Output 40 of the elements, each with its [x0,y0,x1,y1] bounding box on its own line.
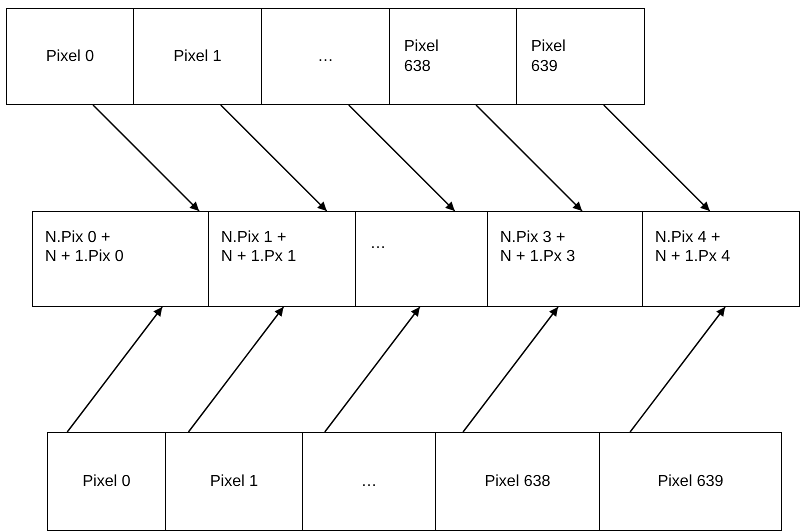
pixel-box [487,211,643,307]
box-label: N.Pix 4 + N + 1.Px 4 [655,228,732,266]
box-label: Pixel 639 [658,472,724,492]
pixel-box [32,211,209,307]
arrow [348,104,456,212]
pixel-box [599,432,782,531]
arrow [462,306,559,432]
box-label: Pixel 639 [531,37,567,76]
arrow [92,104,200,212]
arrow [476,104,583,212]
box-label: N.Pix 1 + N + 1.Px 1 [221,228,298,266]
pixel-box [389,8,517,105]
arrow [220,104,328,212]
box-label: … [361,472,377,492]
arrow [324,306,420,432]
box-label: Pixel 1 [210,472,258,492]
pixel-box [165,432,303,531]
pixel-box [516,8,645,105]
pixel-box [133,8,262,105]
pixel-box [435,432,600,531]
pixel-box [302,432,436,531]
pixel-box [261,8,390,105]
arrow [66,306,163,432]
pixel-box [355,211,488,307]
box-label: Pixel 1 [173,46,222,66]
box-label: Pixel 638 [484,472,550,492]
pixel-box [642,211,800,307]
arrow [630,306,726,432]
pixel-box [47,432,166,531]
box-label: Pixel 0 [82,472,131,492]
box-label: N.Pix 0 + N + 1.Pix 0 [45,228,125,266]
box-label: … [318,46,334,66]
arrow [603,104,710,212]
box-label: Pixel 638 [404,37,440,76]
arrow [188,306,284,432]
box-label: … [370,234,386,254]
box-label: Pixel 0 [46,46,94,66]
pixel-box [208,211,356,307]
pixel-box [6,8,134,105]
box-label: N.Pix 3 + N + 1.Px 3 [500,228,576,266]
